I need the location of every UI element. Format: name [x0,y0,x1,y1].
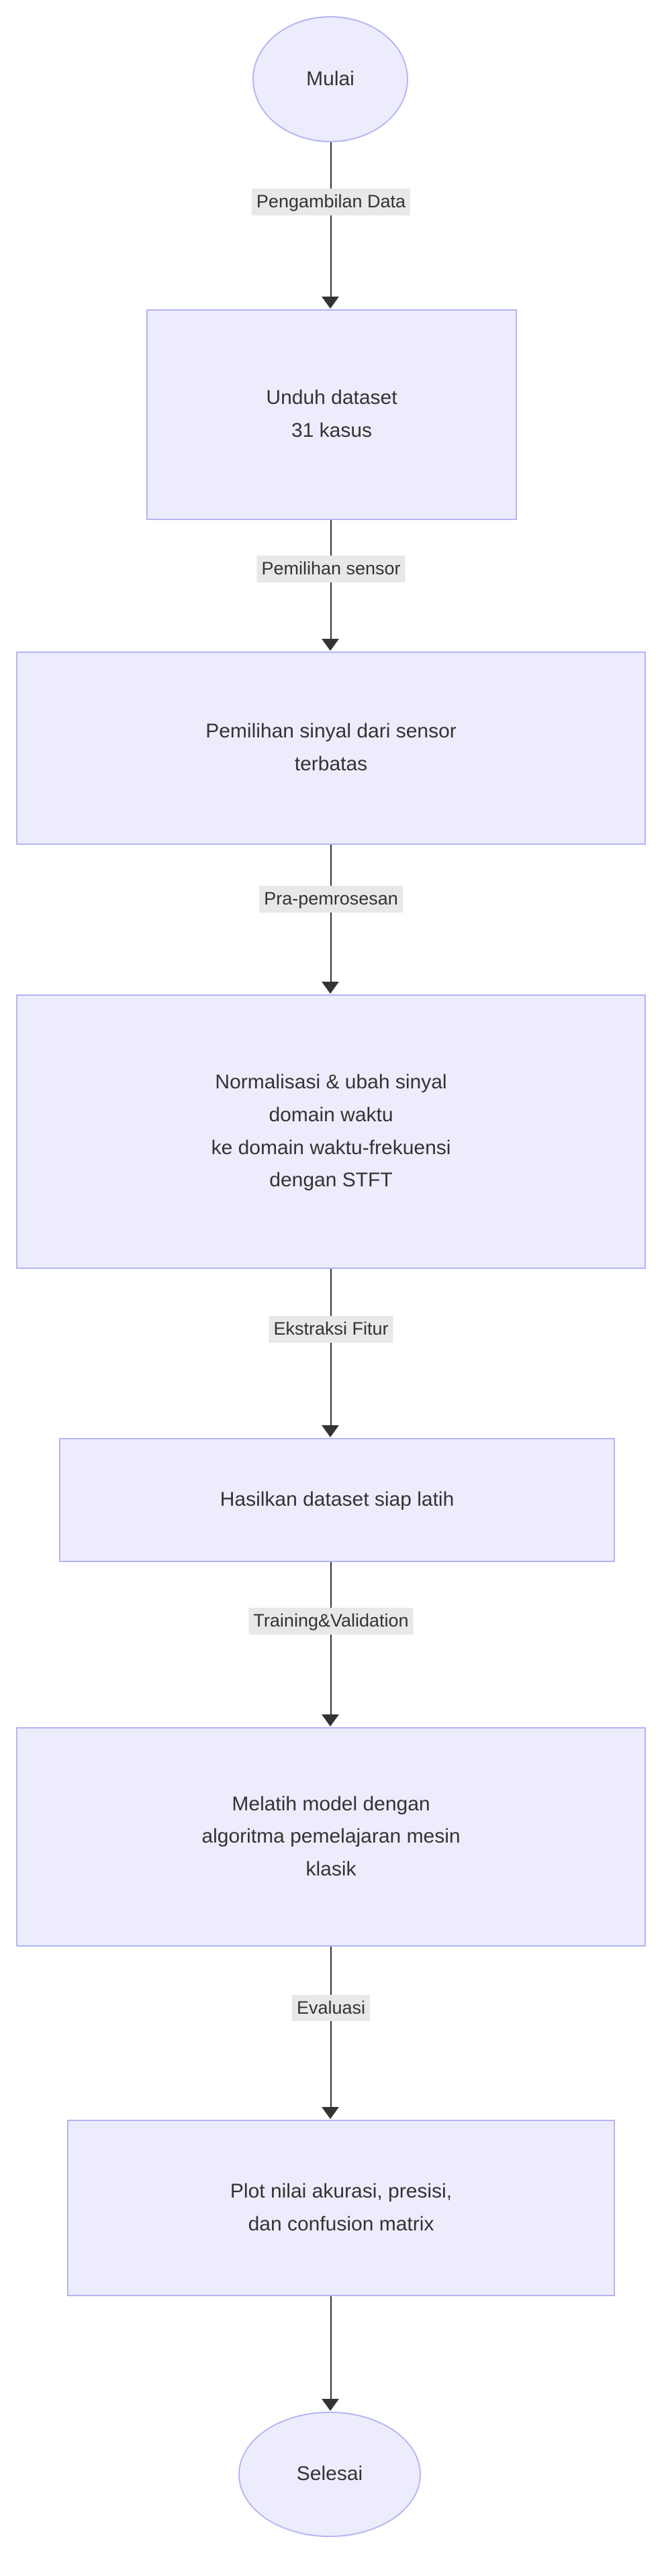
node-end[interactable]: Selesai [238,2412,421,2537]
node-label-pemilihan-sinyal: Pemilihan sinyal dari sensor terbatas [205,720,457,775]
arrowhead-icon-edge-start-unduh [322,297,339,309]
edge-label-edge-melatih-plot: Evaluasi [291,1994,371,2022]
arrowhead-icon-edge-normalisasi-dataset [322,1425,339,1437]
node-label-melatih-model: Melatih model dengan algoritma pemelajar… [201,1792,461,1880]
node-pemilihan-sinyal[interactable]: Pemilihan sinyal dari sensor terbatas [16,652,646,845]
node-normalisasi-stft[interactable]: Normalisasi & ubah sinyal domain waktu k… [16,994,646,1269]
edge-line-edge-dataset-melatih [330,1562,332,1714]
node-label-plot-hasil: Plot nilai akurasi, presisi, dan confusi… [230,2179,453,2235]
node-label-normalisasi-stft: Normalisasi & ubah sinyal domain waktu k… [211,1071,451,1192]
edge-label-edge-pemilihan-normalisasi: Pra-pemrosesan [259,886,403,913]
edge-line-edge-plot-end [330,2296,332,2399]
node-start[interactable]: Mulai [252,16,408,142]
edge-line-edge-pemilihan-normalisasi [330,845,332,982]
edge-label-edge-normalisasi-dataset: Ekstraksi Fitur [269,1315,393,1343]
arrowhead-icon-edge-plot-end [322,2399,339,2411]
arrowhead-icon-edge-melatih-plot [322,2107,339,2119]
edge-line-edge-normalisasi-dataset [330,1269,332,1425]
edge-line-edge-start-unduh [330,142,332,297]
arrowhead-icon-edge-pemilihan-normalisasi [322,982,339,994]
arrowhead-icon-edge-dataset-melatih [322,1714,339,1727]
edge-line-edge-melatih-plot [330,1947,332,2107]
edge-label-edge-start-unduh: Pengambilan Data [251,189,411,215]
node-melatih-model[interactable]: Melatih model dengan algoritma pemelajar… [16,1727,646,1947]
node-label-unduh-dataset: Unduh dataset 31 kasus [266,387,397,442]
node-label-end: Selesai [296,2463,363,2485]
arrowhead-icon-edge-unduh-pemilihan [322,639,339,651]
node-plot-hasil[interactable]: Plot nilai akurasi, presisi, dan confusi… [67,2120,615,2296]
node-dataset-siap-latih[interactable]: Hasilkan dataset siap latih [59,1438,615,1562]
edge-label-edge-unduh-pemilihan: Pemilihan sensor [256,556,406,582]
edge-label-edge-dataset-melatih: Training&Validation [248,1608,414,1635]
node-label-dataset-siap-latih: Hasilkan dataset siap latih [220,1488,455,1511]
node-unduh-dataset[interactable]: Unduh dataset 31 kasus [146,309,517,520]
node-label-start: Mulai [306,67,354,90]
